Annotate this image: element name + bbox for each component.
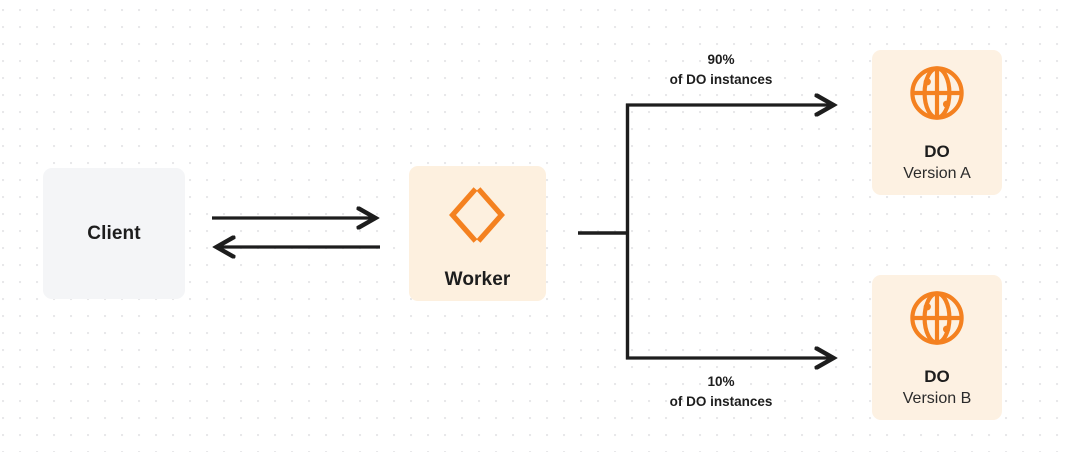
globe-icon bbox=[908, 64, 966, 127]
node-do-version-b: DO Version B bbox=[872, 275, 1002, 420]
client-label: Client bbox=[87, 222, 141, 244]
globe-icon bbox=[908, 289, 966, 352]
node-client: Client bbox=[43, 168, 185, 299]
edge-label-10-percent-value: 10% bbox=[707, 374, 735, 389]
node-do-version-a: DO Version A bbox=[872, 50, 1002, 195]
do-a-subtitle: Version A bbox=[903, 164, 971, 182]
edge-label-90-percent-value: 90% bbox=[707, 52, 735, 67]
do-b-subtitle: Version B bbox=[902, 389, 972, 407]
do-a-title: DO bbox=[924, 142, 950, 162]
edge-label-90-percent-description: of DO instances bbox=[669, 71, 773, 87]
edge-label-10-percent-description: of DO instances bbox=[669, 393, 773, 409]
node-worker: Worker bbox=[409, 166, 546, 301]
worker-label: Worker bbox=[444, 269, 511, 290]
do-b-title: DO bbox=[924, 367, 950, 387]
cloudflare-workers-chevron-icon bbox=[445, 182, 511, 253]
edge-label-90-percent: 90% of DO instances bbox=[628, 50, 814, 89]
edge-label-10-percent: 10% of DO instances bbox=[628, 372, 814, 411]
